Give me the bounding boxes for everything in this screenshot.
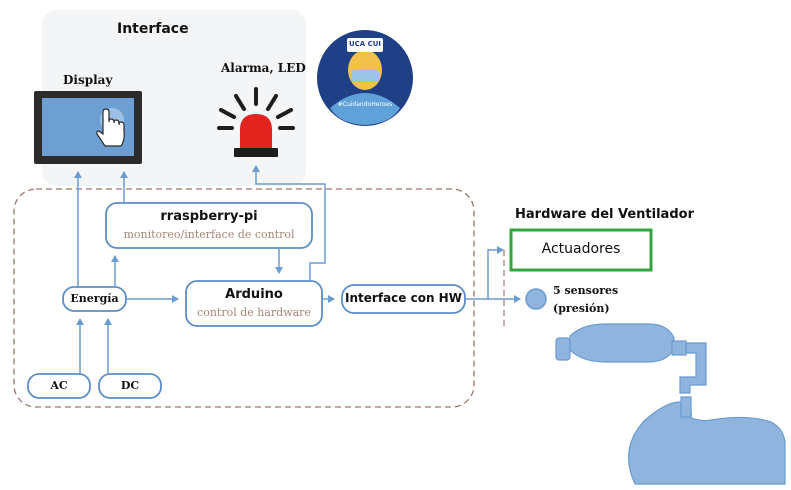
energia-label: Energía bbox=[70, 292, 119, 305]
display-label: Display bbox=[63, 73, 113, 87]
project-logo bbox=[315, 28, 415, 128]
logo-bottom-text: #CuidandoHeroes bbox=[337, 101, 393, 108]
sensor-dot bbox=[525, 288, 547, 310]
arduino-subtitle: control de hardware bbox=[197, 306, 311, 319]
actuadores-label: Actuadores bbox=[541, 241, 621, 257]
arduino-box bbox=[185, 280, 323, 327]
raspberry-subtitle: monitoreo/interface de control bbox=[123, 228, 295, 241]
arduino-title: Arduino bbox=[225, 287, 283, 302]
interface-hw-label: Interface con HW bbox=[345, 291, 462, 305]
ventilator-bag-icon bbox=[555, 323, 707, 394]
alarm-light-icon bbox=[217, 87, 295, 157]
connectors bbox=[74, 165, 521, 374]
ac-box bbox=[27, 373, 91, 399]
sensores-line1: 5 sensores bbox=[553, 284, 619, 297]
hardware-title: Hardware del Ventilador bbox=[515, 207, 694, 222]
logo-top-text: UCA CUI bbox=[348, 40, 382, 48]
actuadores-box bbox=[509, 228, 653, 272]
raspberry-box bbox=[105, 202, 313, 249]
dc-box bbox=[98, 373, 162, 399]
display-monitor[interactable] bbox=[34, 91, 142, 164]
ac-label: AC bbox=[50, 379, 68, 392]
patient-head-icon bbox=[628, 396, 786, 485]
touchscreen-hand-icon bbox=[96, 108, 125, 147]
interface-title: Interface bbox=[117, 21, 189, 37]
raspberry-title: rraspberry-pi bbox=[160, 209, 258, 224]
dc-label: DC bbox=[120, 379, 140, 392]
sensores-line2: (presión) bbox=[553, 302, 610, 315]
alarm-label: Alarma, LED bbox=[221, 61, 306, 75]
